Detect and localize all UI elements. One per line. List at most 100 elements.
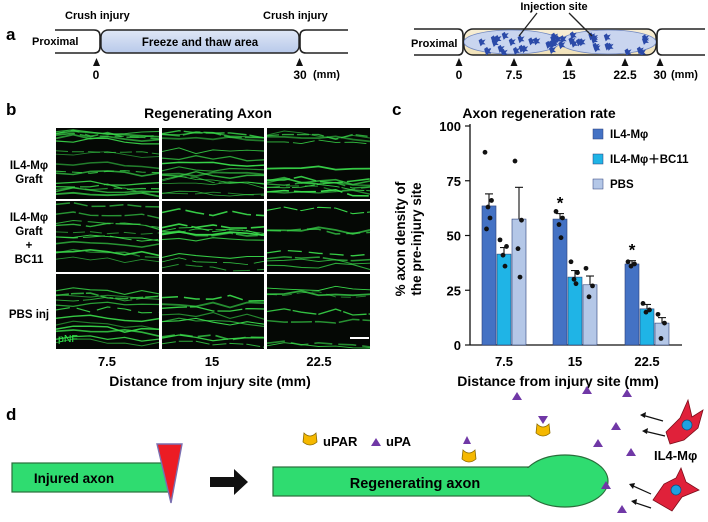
data-point	[640, 300, 646, 306]
panel-b-label: b	[6, 100, 16, 119]
secretion-arrows	[629, 412, 666, 509]
row-label-line: BC11	[15, 254, 44, 266]
tick-label-7.5: 7.5	[506, 68, 523, 82]
data-point	[512, 158, 518, 164]
legend-label-0: IL4-Mφ	[610, 129, 648, 141]
data-point	[489, 198, 494, 203]
micrograph-r1-c2	[161, 128, 265, 199]
freeze-thaw-label: Freeze and thaw area	[142, 37, 259, 49]
data-point	[556, 222, 562, 227]
data-point	[560, 215, 565, 221]
tick-30-label: 30	[293, 68, 307, 82]
y-tick-label-25: 25	[447, 283, 461, 298]
row-label-line: IL4-Mφ	[10, 212, 48, 224]
panel-c-label: c	[392, 100, 401, 119]
upar-legend-label: uPAR	[323, 434, 358, 449]
x-tick-label-22.5: 22.5	[634, 354, 659, 369]
tick-label-0: 0	[456, 68, 463, 82]
tick-label-30: 30	[653, 68, 667, 82]
column-label-22.5: 22.5	[306, 354, 331, 369]
y-tick-label-0: 0	[454, 338, 461, 353]
tick-marker-22.5	[621, 58, 629, 66]
micrograph-r2-c2	[161, 201, 265, 272]
cell-glyph	[551, 32, 559, 41]
data-point	[586, 294, 592, 300]
data-point	[487, 215, 493, 221]
regenerating-axon-label: Regenerating axon	[350, 476, 481, 492]
panel-b-xlabel: Distance from injury site (mm)	[109, 373, 311, 389]
data-point	[485, 204, 491, 210]
data-point	[500, 252, 506, 258]
cell-glyph	[641, 36, 649, 45]
data-point	[571, 276, 577, 282]
bar-2-7.5	[511, 218, 527, 346]
bar-1-15	[567, 276, 583, 346]
data-point	[625, 259, 631, 265]
data-point	[655, 311, 661, 317]
bar-0-22.5	[624, 263, 640, 346]
panel-c-xlabel: Distance from injury site (mm)	[457, 373, 659, 389]
tick-marker-15	[565, 58, 573, 66]
data-point	[590, 283, 595, 289]
tick-label-15: 15	[562, 68, 576, 82]
data-point	[515, 246, 521, 252]
tick-marker-30	[656, 58, 664, 66]
cell-glyph	[494, 35, 502, 44]
tick-marker-0	[93, 58, 100, 66]
legend-label-1: IL4-Mφ＋BC11	[610, 153, 689, 166]
cell-glyph	[518, 44, 526, 53]
proximal-label-right: Proximal	[411, 38, 457, 50]
data-point	[553, 209, 559, 214]
upa-legend-label: uPA	[386, 434, 412, 449]
crush-injury-left-label: Crush injury	[65, 10, 131, 22]
cell-glyph	[578, 38, 586, 47]
significance-mark: *	[629, 241, 636, 260]
data-point	[504, 244, 509, 249]
data-point	[647, 307, 652, 313]
column-label-15: 15	[205, 354, 219, 369]
panel-b-title: Regenerating Axon	[144, 105, 272, 121]
significance-mark: *	[557, 194, 564, 213]
upar-receptor-2	[535, 423, 551, 437]
cell-glyph	[568, 36, 576, 45]
legend-d: uPAR uPA	[302, 432, 412, 449]
micrograph-r1-c3	[266, 128, 371, 199]
row-label-line: Graft	[15, 226, 43, 238]
cell-glyph	[636, 46, 644, 55]
panel-d-label: d	[6, 405, 16, 424]
row-label-line: PBS inj	[9, 309, 49, 321]
legend-swatch-1	[592, 153, 604, 165]
cell-glyph	[593, 44, 601, 53]
unit-label-right: (mm)	[671, 69, 698, 81]
cell-glyph	[548, 46, 556, 55]
panel-c-title: Axon regeneration rate	[462, 105, 615, 121]
micrograph-r3-c2	[161, 274, 265, 349]
data-point	[568, 259, 574, 265]
macrophages: IL4-Mφ	[652, 398, 704, 512]
regenerating-axon-diagram: Regenerating axon	[272, 454, 609, 508]
micrograph-grid	[55, 128, 371, 349]
cell-glyph	[603, 33, 611, 42]
legend-swatch-2	[592, 178, 604, 190]
micrograph-r1-c1	[55, 128, 160, 199]
cell-glyph	[558, 41, 566, 50]
cell-glyph	[604, 42, 612, 51]
y-axis-label-line1: % axon density of	[393, 181, 408, 296]
upa-legend-icon	[371, 438, 381, 446]
row-label-line: IL4-Mφ	[10, 160, 48, 172]
cell-glyph	[478, 38, 486, 47]
bar-2-22.5	[654, 322, 670, 346]
tick-marker-7.5	[510, 58, 518, 66]
data-point	[628, 263, 634, 269]
cell-glyph	[551, 38, 559, 47]
upar-receptors	[461, 423, 551, 463]
micrograph-r2-c3	[266, 201, 371, 272]
progression-arrow	[210, 469, 248, 495]
macrophage-label: IL4-Mφ	[654, 448, 697, 463]
tick-0-label: 0	[93, 68, 100, 82]
y-axis-label-line2: the pre-injury site	[409, 182, 424, 296]
